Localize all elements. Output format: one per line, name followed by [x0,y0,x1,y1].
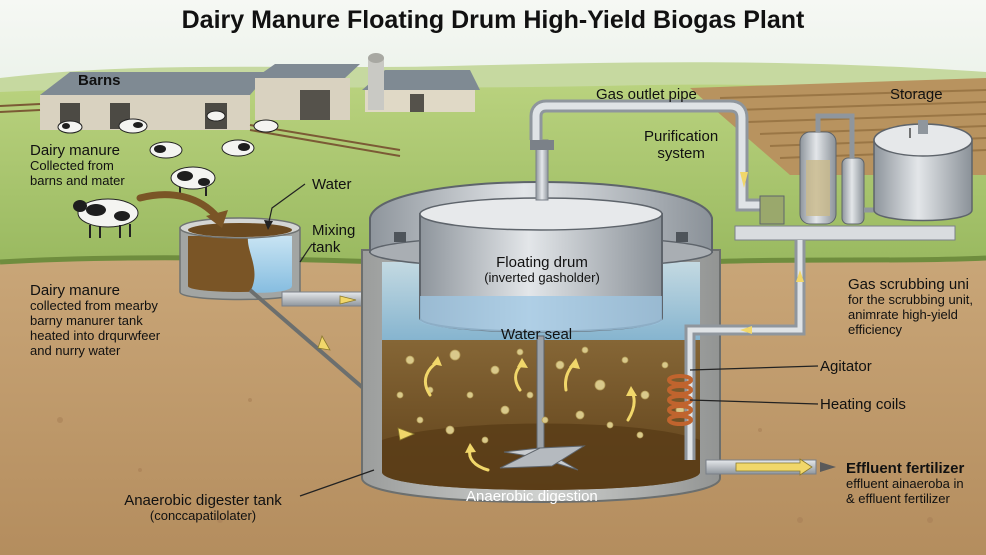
agitator-label: Agitator [820,358,872,375]
purification-line2: system [644,145,718,162]
purification-system-label: Purification system [644,128,718,163]
dairy-manure-top-line2: barns and mater [30,174,125,189]
water-seal-label: Water seal [501,326,572,343]
mixing-tank-illustration [180,218,300,300]
diagram-title: Dairy Manure Floating Drum High-Yield Bi… [0,6,986,35]
floating-drum-sub: (inverted gasholder) [480,271,604,286]
effluent-fertilizer-label: Effluent fertilizer effluent ainaeroba i… [846,460,964,507]
digester-tank-title: Anaerobic digester tank [108,492,298,509]
digester-tank-sub: (conccapatilolater) [108,509,298,524]
dairy-manure-left-line3: heated into drqurwfeer [30,329,160,344]
dairy-manure-left-line1: collected from mearby [30,299,160,314]
dairy-manure-top-title: Dairy manure [30,142,125,159]
gas-scrubbing-line1: for the scrubbing unit, [848,293,973,308]
anaerobic-digester-tank-label: Anaerobic digester tank (conccapatilolat… [108,492,298,524]
gas-scrubbing-title: Gas scrubbing uni [848,276,973,293]
gas-scrubbing-label: Gas scrubbing uni for the scrubbing unit… [848,276,973,338]
water-label: Water [312,176,351,193]
dairy-manure-left-label: Dairy manure collected from mearby barny… [30,282,160,359]
floating-drum-title: Floating drum [480,254,604,271]
storage-label: Storage [890,86,943,103]
effluent-line1: effluent ainaeroba in [846,477,964,492]
anaerobic-digestion-label: Anaerobic digestion [466,488,598,505]
dairy-manure-top-label: Dairy manure Collected from barns and ma… [30,142,125,189]
purification-line1: Purification [644,128,718,145]
floating-drum-label: Floating drum (inverted gasholder) [480,254,604,286]
dairy-manure-left-line4: and nurry water [30,344,160,359]
gas-scrubbing-line2: animrate high-yield [848,308,973,323]
effluent-line2: & effluent fertilizer [846,492,964,507]
barns-label: Barns [78,72,121,89]
effluent-title: Effluent fertilizer [846,460,964,477]
effluent-outlet-pipe [706,459,836,475]
heating-coils-label: Heating coils [820,396,906,413]
mixing-tank-label: Mixing tank [312,222,355,257]
mixing-tank-line1: Mixing [312,222,355,239]
storage-tank-illustration [874,120,972,221]
dairy-manure-left-title: Dairy manure [30,282,160,299]
gas-outlet-pipe-label: Gas outlet pipe [596,86,697,103]
dairy-manure-left-line2: barny manurer tank [30,314,160,329]
dairy-manure-top-line1: Collected from [30,159,125,174]
gas-scrubbing-line3: efficiency [848,323,973,338]
mixing-tank-line2: tank [312,239,355,256]
